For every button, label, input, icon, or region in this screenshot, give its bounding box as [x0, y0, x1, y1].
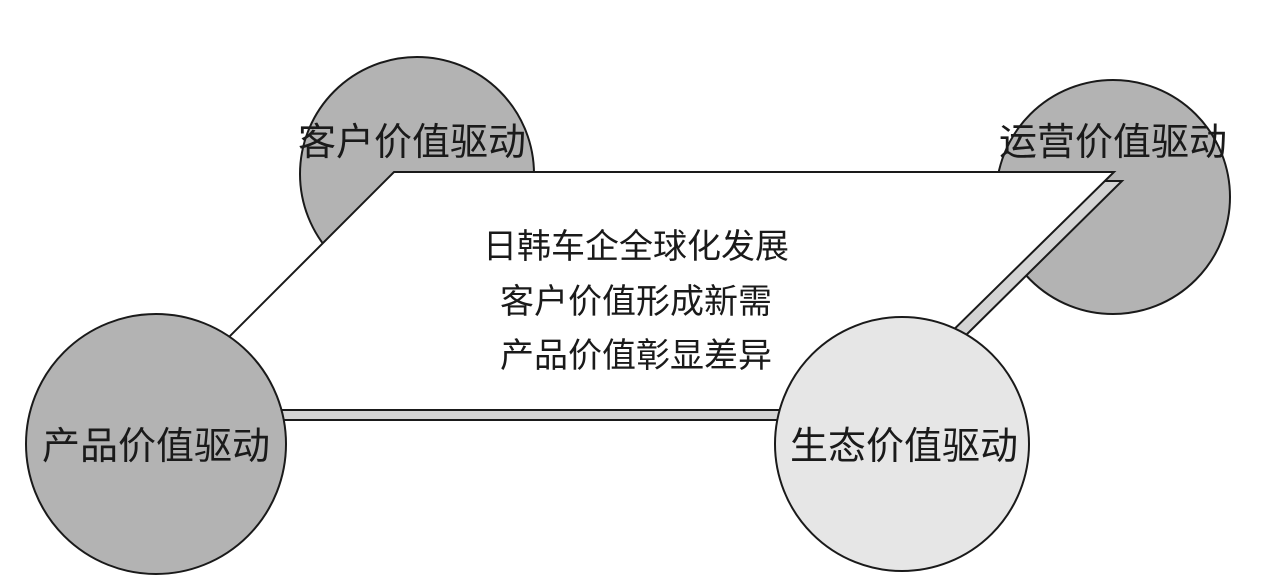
product-value-label: 产品价值驱动	[42, 424, 270, 468]
ecology-value-label: 生态价值驱动	[790, 424, 1018, 468]
operation-value-label: 运营价值驱动	[999, 120, 1227, 164]
center-line-3: 产品价值彰显差异	[500, 336, 772, 376]
center-line-2: 客户价值形成新需	[500, 282, 772, 322]
customer-value-label: 客户价值驱动	[298, 120, 526, 164]
ecology-value-node	[774, 316, 1030, 572]
center-line-1: 日韩车企全球化发展	[483, 227, 789, 267]
product-value-node	[25, 313, 287, 575]
